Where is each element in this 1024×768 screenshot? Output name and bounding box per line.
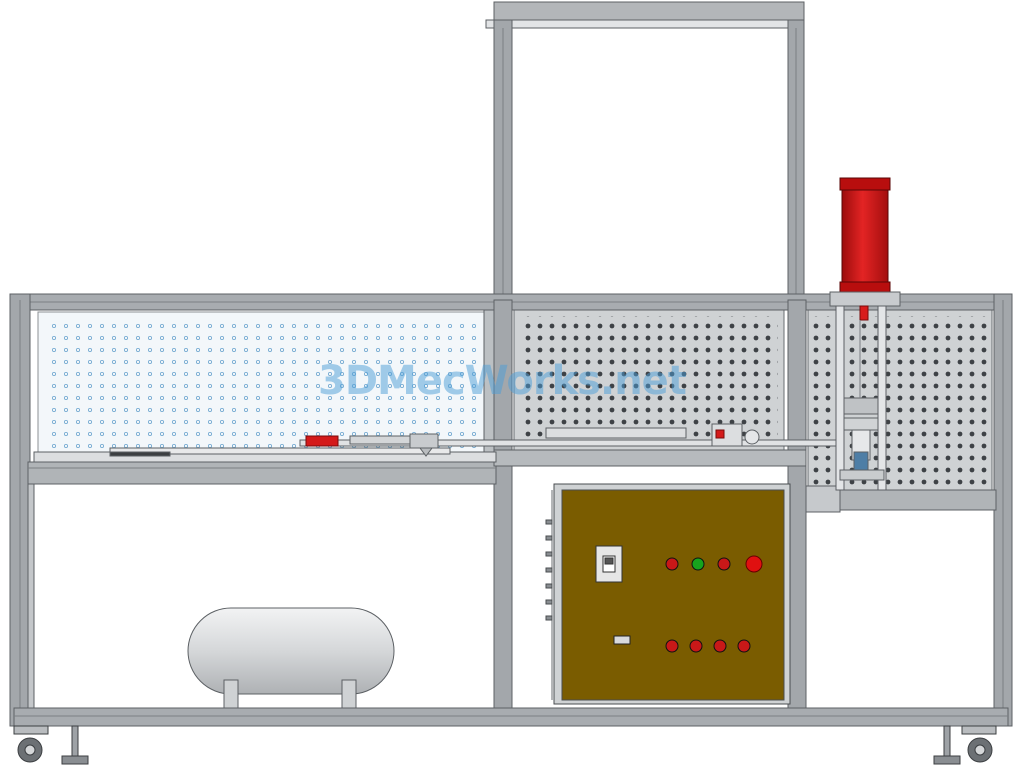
pneumatic-cylinder: [839, 177, 891, 293]
caster-wheel-icon: [13, 725, 49, 763]
caster-wheel-icon: [961, 725, 997, 763]
usb-port-icon: [613, 635, 631, 645]
air-tank: [187, 607, 395, 709]
emergency-stop-icon[interactable]: [745, 555, 763, 573]
pegboard-left: [37, 311, 489, 461]
indicator-lamp-icon: [665, 557, 731, 571]
linear-slide-rail: [33, 423, 841, 463]
selector-knob-icon[interactable]: [665, 639, 751, 653]
aluminium-frame: [9, 293, 1013, 727]
control-cabinet: [545, 483, 791, 705]
casters: [13, 725, 997, 765]
rocker-switch-icon[interactable]: [595, 545, 623, 583]
press-guide-assembly: [829, 291, 901, 491]
upper-gantry: [485, 1, 805, 301]
leveling-foot-icon: [933, 725, 961, 765]
leveling-foot-icon: [61, 725, 89, 765]
